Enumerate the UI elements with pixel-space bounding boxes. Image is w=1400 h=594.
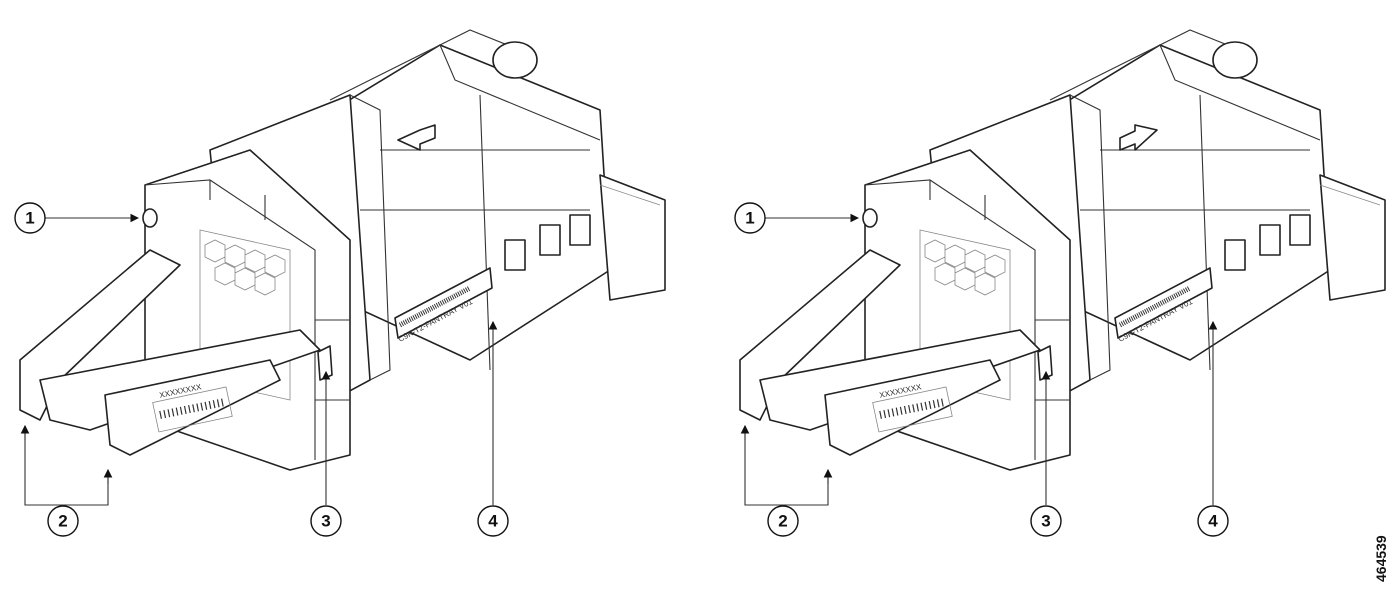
callout-2: 2 [20, 424, 113, 537]
svg-text:4: 4 [488, 512, 498, 531]
callout-1: 1 [734, 202, 860, 234]
svg-text:1: 1 [25, 209, 34, 228]
svg-text:4: 4 [1208, 512, 1218, 531]
airflow-arrow-left-icon [397, 124, 436, 151]
callout-3: 3 [310, 370, 342, 537]
fan-tray-right: C9K-T2-FANTRAY V01 XXXXXXXX 1 2 3 4 [734, 30, 1385, 537]
callout-4: 4 [1197, 320, 1229, 537]
svg-text:1: 1 [745, 209, 754, 228]
figure-id: 464539 [1373, 535, 1389, 582]
callout-1: 1 [14, 202, 140, 234]
callout-3: 3 [1030, 370, 1062, 537]
svg-text:2: 2 [778, 512, 787, 531]
svg-text:3: 3 [1041, 512, 1050, 531]
svg-text:3: 3 [321, 512, 330, 531]
fan-tray-left: C9K-T2-FANTRAY V01 XXXXXXXX 1 2 3 4 [14, 30, 665, 537]
svg-text:2: 2 [58, 512, 67, 531]
callout-4: 4 [477, 320, 509, 537]
airflow-arrow-right-icon [1119, 124, 1158, 151]
callout-2: 2 [740, 424, 833, 537]
